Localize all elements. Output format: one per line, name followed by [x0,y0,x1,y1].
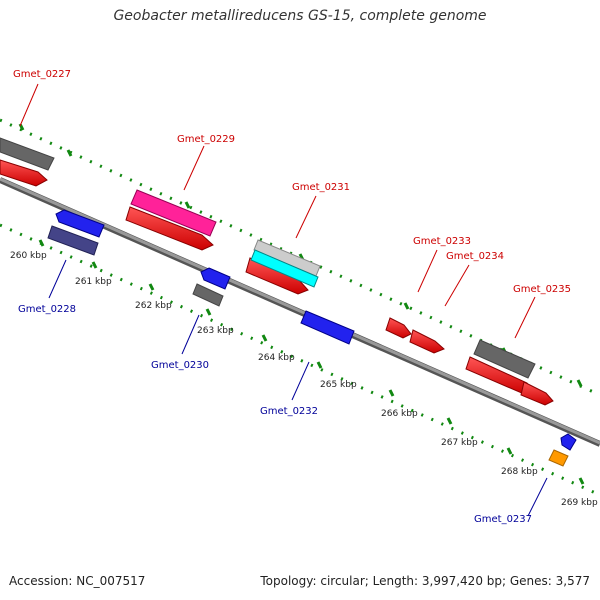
lower-ticks [38,239,585,485]
kbp-label: 266 kbp [381,409,418,419]
kbp-label: 265 kbp [320,380,357,390]
feature-purple [47,225,99,256]
leader [19,83,39,127]
gene-label: Gmet_0233 [413,236,471,247]
kbp-label: 264 kbp [258,353,295,363]
kbp-label: 267 kbp [441,438,478,448]
leader [183,145,205,191]
gene-label: Gmet_0237 [474,514,532,525]
leader [48,259,67,299]
forward-cds [0,159,554,406]
tick [316,361,323,369]
gene-label: Gmet_0228 [18,304,76,315]
forward-leaders [19,83,536,339]
tick [506,447,513,455]
feature-grey-small [192,283,224,307]
tick [91,261,98,269]
tick [388,389,395,397]
cds-arrow [200,267,231,290]
leader [295,195,317,239]
feature-grey [0,137,55,171]
tick [66,149,73,157]
tick [446,417,453,425]
tick [403,302,410,310]
gene-label: Gmet_0231 [292,182,350,193]
feature-orange [548,449,569,467]
tick [261,334,268,342]
leader [291,361,310,401]
tick [205,308,212,316]
feature-cyan [250,249,319,288]
cds-arrow [0,159,48,187]
gene-label: Gmet_0227 [13,69,71,80]
gene-label: Gmet_0235 [513,284,571,295]
tick [148,283,155,291]
cds-arrow [385,317,412,339]
map-title: Geobacter metallireducens GS-15, complet… [113,8,487,24]
topology-text: Topology: circular; Length: 3,997,420 bp… [260,574,590,588]
cds-arrow [560,433,577,451]
leader [514,296,536,339]
tick [38,239,45,247]
leader [444,264,470,307]
accession-text: Accession: NC_007517 [9,574,146,588]
leader [527,477,548,517]
kbp-label: 262 kbp [135,301,172,311]
kbp-label: 260 kbp [10,251,47,261]
cds-arrow [125,206,214,251]
gene-label: Gmet_0232 [260,406,318,417]
kbp-label: 263 kbp [197,326,234,336]
kbp-label: 261 kbp [75,277,112,287]
cds-arrow [409,329,445,354]
kbp-label: 269 kbp [561,498,598,508]
leader [417,249,438,293]
tick [578,477,585,485]
reverse-leaders [48,259,548,517]
cds-arrow [55,209,105,238]
feature-grey [473,339,536,379]
cds-arrow [520,381,554,406]
gene-label: Gmet_0230 [151,360,209,371]
gene-label: Gmet_0234 [446,251,504,262]
feature-pink [130,189,217,237]
leader [181,314,200,355]
kbp-label: 268 kbp [501,467,538,477]
backbone [0,177,600,445]
gene-label: Gmet_0229 [177,134,235,145]
reverse-cds [55,209,577,451]
tick [184,201,191,209]
tick [576,379,583,387]
cds-arrow [300,310,355,345]
